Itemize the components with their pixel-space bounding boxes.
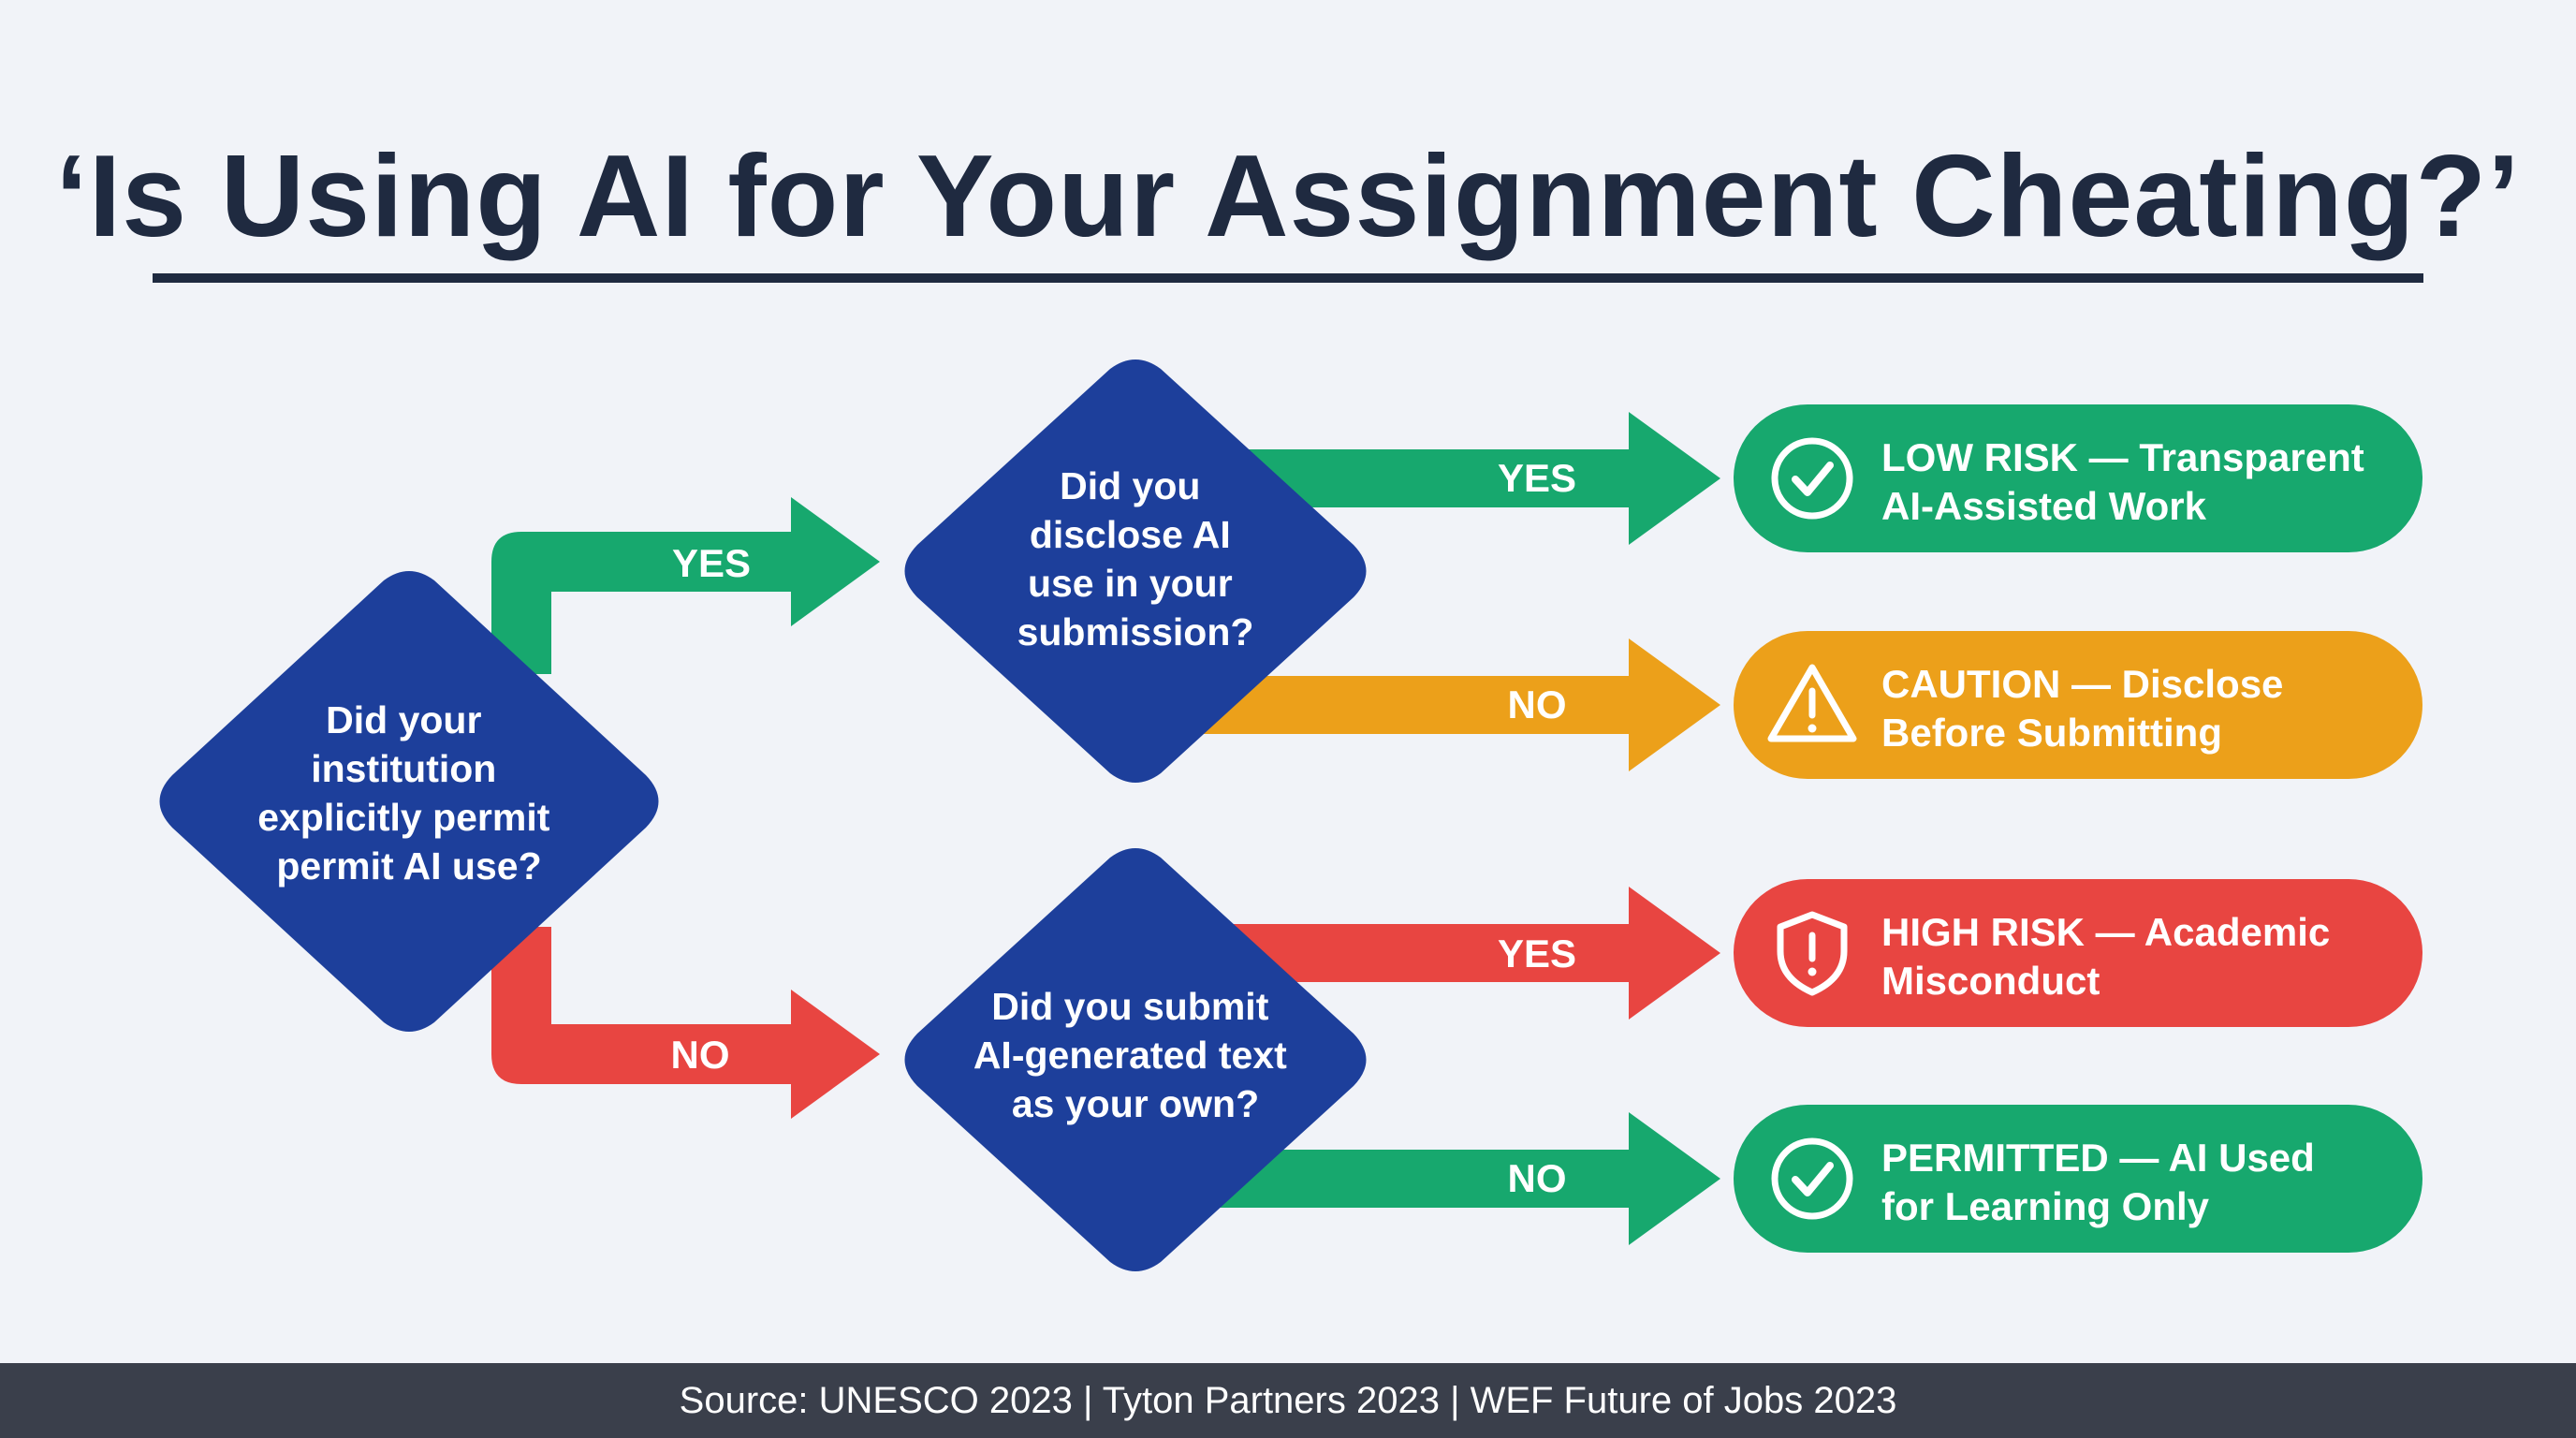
arrow-d2-no (1170, 638, 1720, 771)
flowchart: YES NO YES NO YES NO Did your institutio… (159, 360, 2422, 1271)
d3-line-2: AI-generated text (973, 1034, 1287, 1077)
decision-disclose-ai: Did you disclose AI use in your submissi… (904, 360, 1367, 783)
footer-bar (0, 1363, 2576, 1438)
outcome-pill (1734, 1105, 2422, 1253)
diamond-shape (904, 848, 1367, 1271)
decision-submit-ai-text: Did you submit AI-generated text as your… (904, 848, 1367, 1271)
outcome-1-line-2: AI-Assisted Work (1881, 484, 2207, 528)
d1-line-3: explicitly permit (257, 796, 550, 839)
outcome-pill (1734, 879, 2422, 1027)
title-underline (153, 273, 2423, 283)
svg-text:Did you disclose AI: Did you disclose AI use in your submissi… (1017, 464, 1254, 653)
d2-line-2: disclose AI (1030, 513, 1231, 556)
diamond-shape (159, 571, 659, 1032)
outcome-low-risk: LOW RISK — Transparent AI-Assisted Work (1734, 404, 2422, 552)
arrow-d2-yes (1170, 412, 1720, 545)
arrow-d3-no (1170, 1112, 1720, 1245)
label-d2-no: NO (1508, 682, 1567, 726)
outcome-3-line-2: Misconduct (1881, 959, 2100, 1003)
arrow-d1-yes (491, 497, 880, 674)
label-d3-no: NO (1508, 1156, 1567, 1200)
d1-line-1: Did your (326, 698, 481, 741)
d3-line-3: as your own? (1012, 1082, 1259, 1125)
outcome-2-line-1: CAUTION — Disclose (1881, 662, 2283, 706)
outcome-4-line-2: for Learning Only (1881, 1184, 2210, 1228)
outcome-3-line-1: HIGH RISK — Academic (1881, 910, 2330, 954)
diamond-shape (904, 360, 1367, 783)
svg-text:CAUTION — Disclose Befor: CAUTION — Disclose Before Submitting (1881, 662, 2294, 755)
svg-text:Did your institution: Did your institution explicitly permit p… (257, 698, 561, 888)
d3-line-1: Did you submit (991, 985, 1268, 1028)
label-d2-yes: YES (1498, 456, 1576, 500)
d2-line-1: Did you (1060, 464, 1200, 507)
outcome-1-line-1: LOW RISK — Transparent (1881, 435, 2364, 479)
svg-text:Did you submit AI-genera: Did you submit AI-generated text as your… (973, 985, 1297, 1125)
svg-text:PERMITTED — AI Used for: PERMITTED — AI Used for Learning Only (1881, 1136, 2326, 1228)
shield-alert-icon (1777, 911, 1848, 996)
check-circle-icon (1771, 437, 1853, 520)
outcome-2-line-2: Before Submitting (1881, 711, 2222, 755)
outcome-caution: CAUTION — Disclose Before Submitting (1734, 631, 2422, 779)
page-title: ‘Is Using AI for Your Assignment Cheatin… (55, 132, 2521, 261)
outcome-4-line-1: PERMITTED — AI Used (1881, 1136, 2315, 1180)
outcome-high-risk: HIGH RISK — Academic Misconduct (1734, 879, 2422, 1027)
label-d1-yes: YES (672, 541, 751, 585)
source-citation: Source: UNESCO 2023 | Tyton Partners 202… (679, 1380, 1897, 1421)
outcome-pill (1734, 404, 2422, 552)
d2-line-3: use in your (1028, 562, 1233, 605)
check-circle-icon (1771, 1137, 1853, 1220)
svg-text:HIGH RISK — Academic Mis: HIGH RISK — Academic Misconduct (1881, 910, 2341, 1003)
svg-text:LOW RISK — Transparent A: LOW RISK — Transparent AI-Assisted Work (1881, 435, 2375, 528)
label-d1-no: NO (671, 1033, 730, 1077)
arrow-d1-no (491, 927, 880, 1119)
outcome-pill (1734, 631, 2422, 779)
d1-line-4: permit AI use? (276, 844, 541, 888)
arrow-d3-yes (1170, 887, 1720, 1020)
warning-triangle-icon (1767, 664, 1857, 742)
label-d3-yes: YES (1498, 932, 1576, 976)
d1-line-2: institution (311, 747, 496, 790)
d2-line-4: submission? (1017, 610, 1254, 653)
outcome-permitted: PERMITTED — AI Used for Learning Only (1734, 1105, 2422, 1253)
decision-institution-permit: Did your institution explicitly permit p… (159, 571, 659, 1032)
